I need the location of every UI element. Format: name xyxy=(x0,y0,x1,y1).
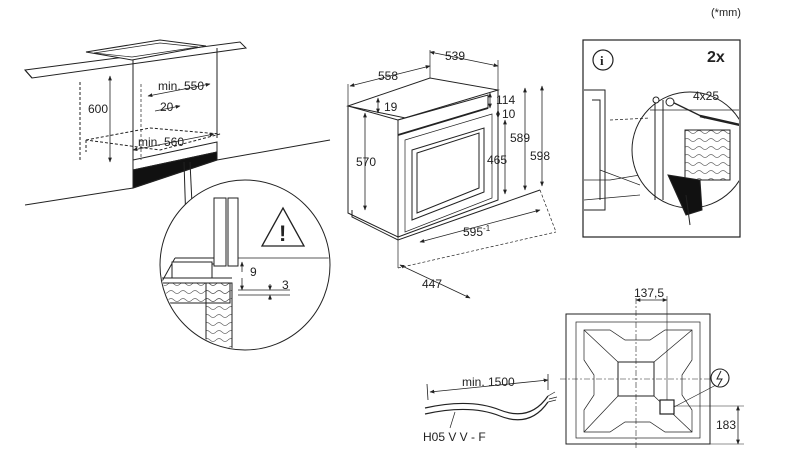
oven-height-589-label: 589 xyxy=(510,131,530,145)
oven-cavity-height-label: 465 xyxy=(487,153,507,167)
cabinet-gap-label: 20 xyxy=(160,100,174,114)
oven-drawing xyxy=(346,50,557,269)
svg-text:i: i xyxy=(600,53,604,68)
screw-size-label: 4x25 xyxy=(693,89,719,103)
oven-front-114-label: 114 xyxy=(496,93,515,107)
detail-gap-3-label: 3 xyxy=(282,278,289,292)
oven-body-height-label: 570 xyxy=(356,155,376,169)
socket-back-view xyxy=(560,296,744,450)
socket-offset-y-label: 183 xyxy=(716,418,736,432)
cable-drawing xyxy=(424,374,558,429)
detail-circle: ! 9 3 xyxy=(159,179,331,351)
fixing-count-label: 2x xyxy=(707,49,725,66)
cabinet-width-label: min. 560 xyxy=(138,135,184,149)
cabinet-height-label: 600 xyxy=(88,102,108,116)
oven-top-width-label: 539 xyxy=(445,49,465,63)
fixing-panel: i 2x 4x25 xyxy=(582,39,741,238)
cable-length-label: min. 1500 xyxy=(462,375,515,389)
svg-text:!: ! xyxy=(279,221,286,246)
cabinet-drawing xyxy=(24,39,331,206)
oven-width-595-label: 595-1 xyxy=(463,224,491,239)
info-icon xyxy=(592,49,614,71)
warning-icon xyxy=(260,206,306,247)
cable-type-label: H05 V V - F xyxy=(423,430,486,444)
oven-depth-447-label: 447 xyxy=(422,277,442,291)
unit-note: (*mm) xyxy=(711,7,741,19)
cabinet-depth-label: min. 550 xyxy=(158,79,204,93)
socket-box xyxy=(659,399,675,415)
socket-offset-x-label: 137,5 xyxy=(634,286,664,300)
power-icon xyxy=(710,368,730,388)
oven-front-offset-label: 19 xyxy=(384,100,398,114)
oven-front-10-label: 10 xyxy=(502,107,516,121)
detail-gap-9-label: 9 xyxy=(250,265,257,279)
oven-top-depth-label: 558 xyxy=(378,69,398,83)
oven-height-598-label: 598 xyxy=(530,149,550,163)
